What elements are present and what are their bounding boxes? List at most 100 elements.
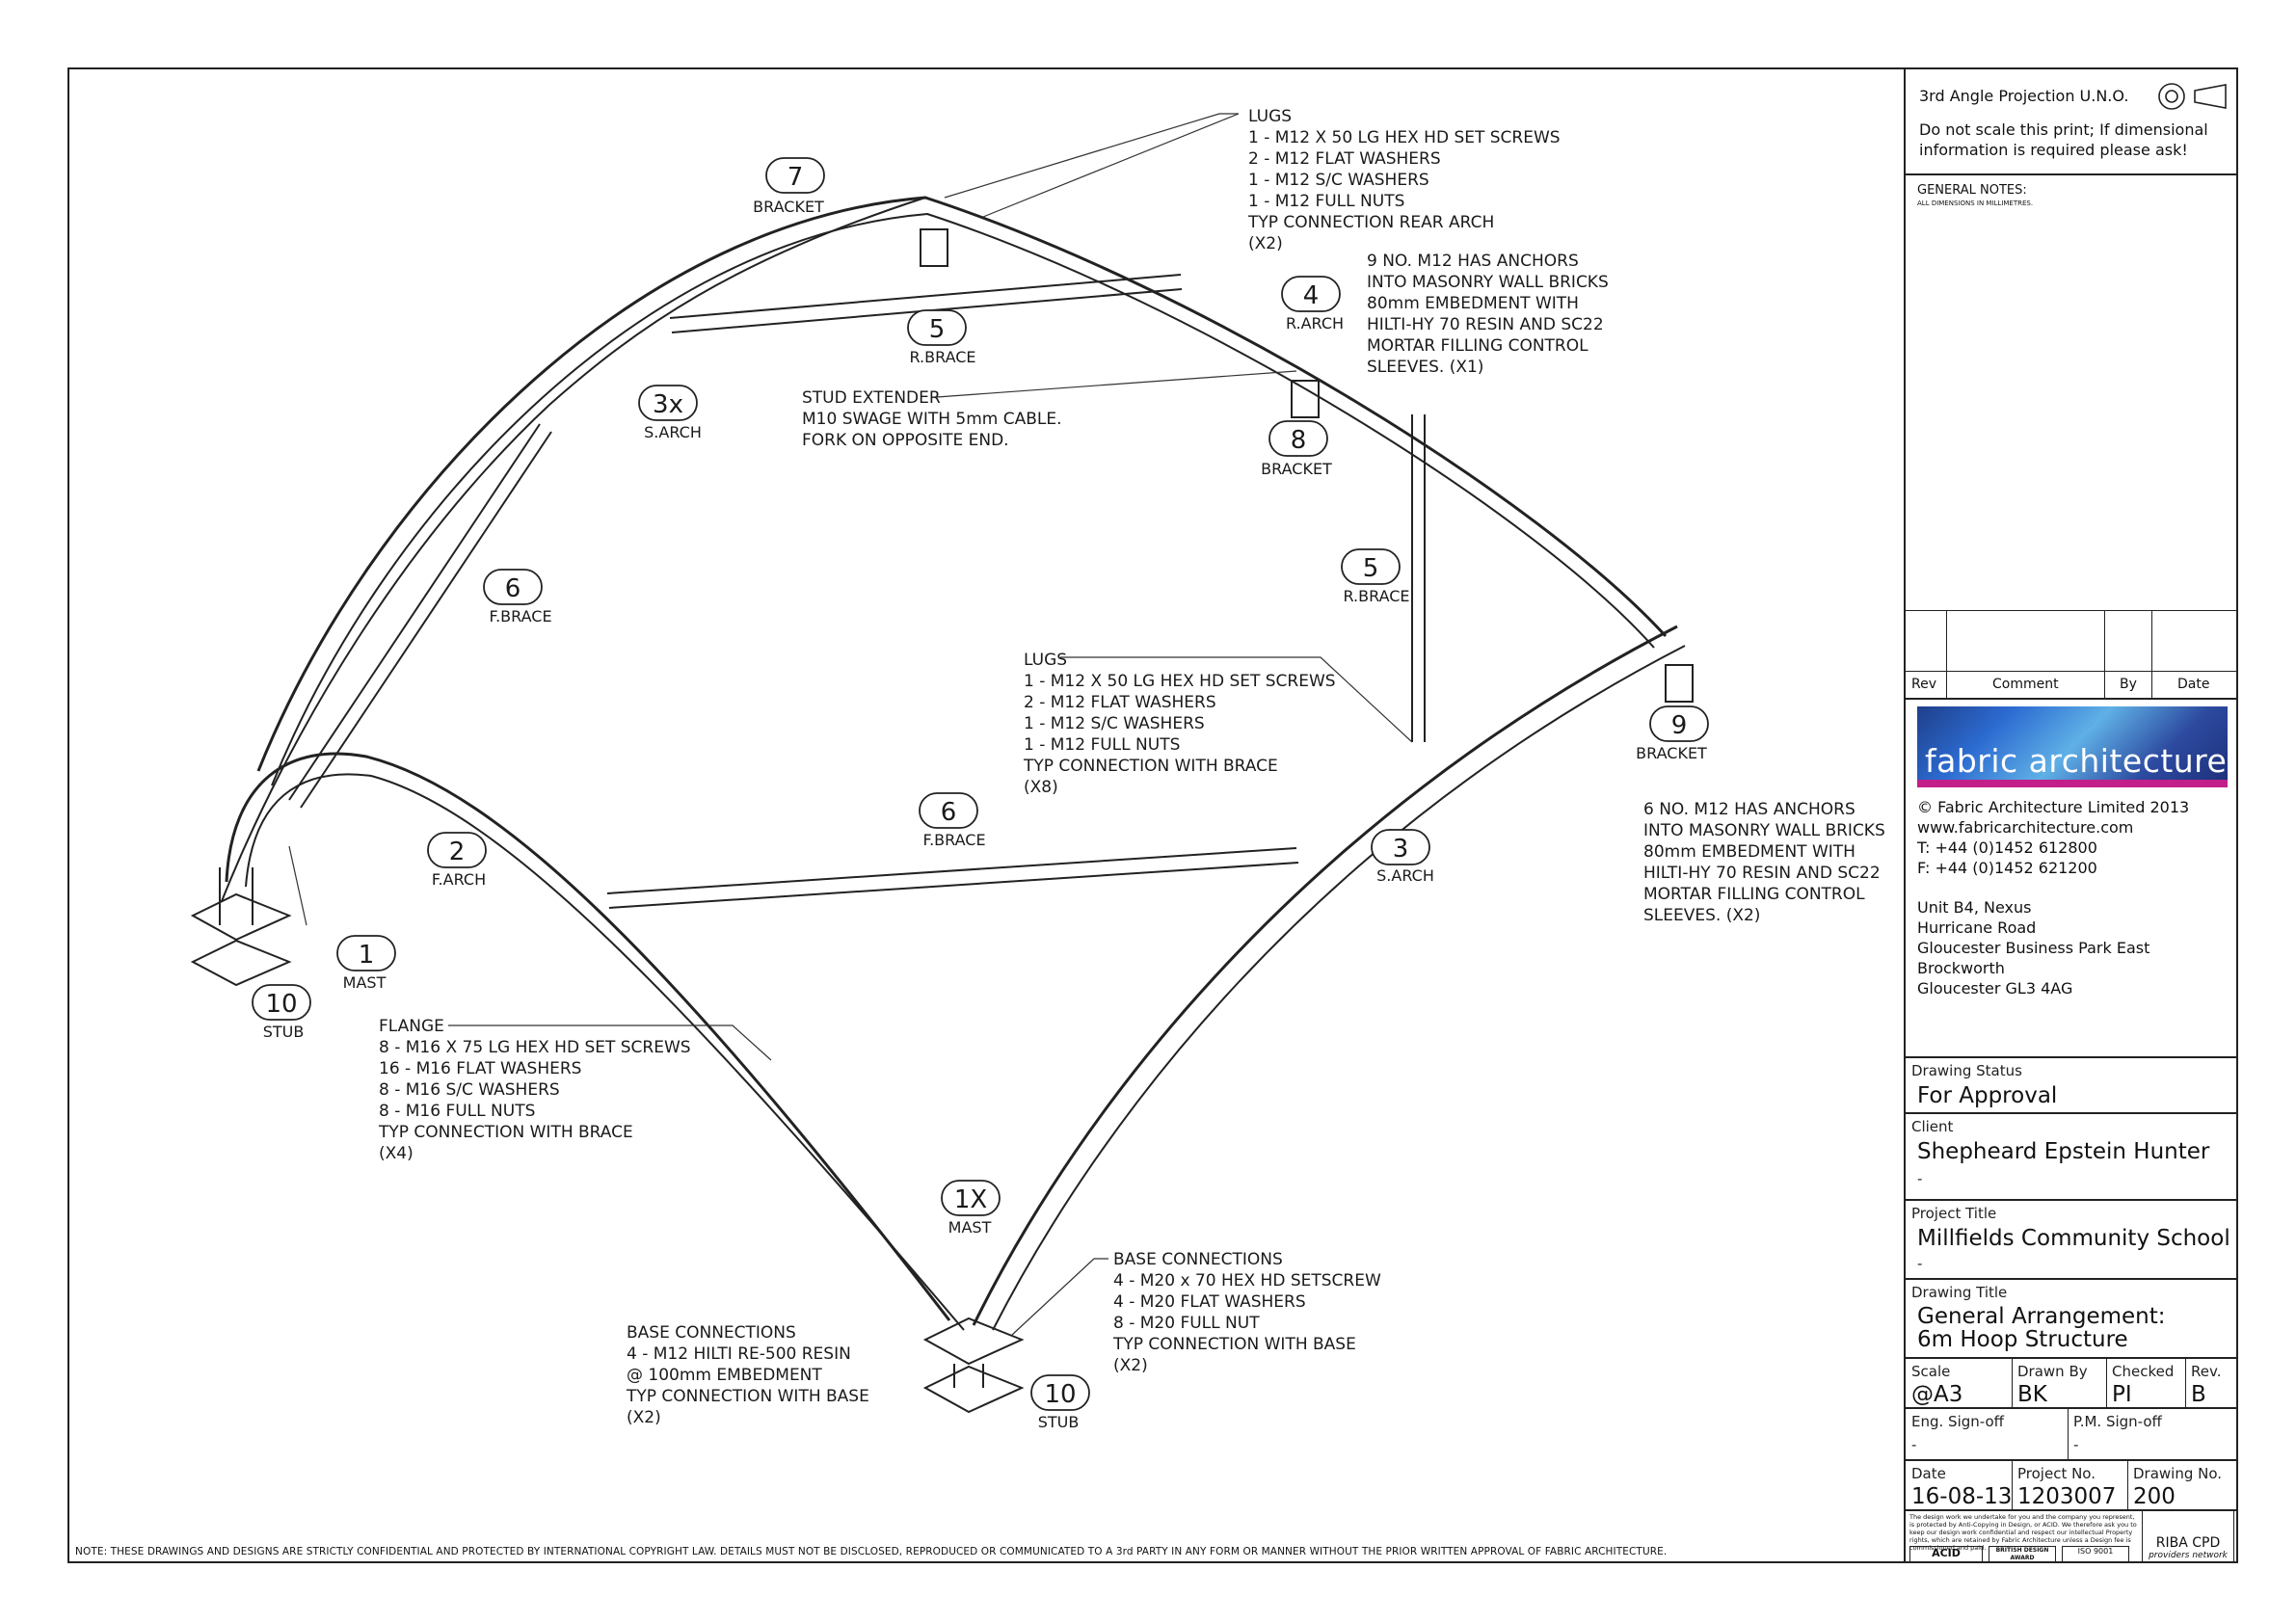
project-no-value: 1203007 [2017, 1484, 2117, 1509]
svg-text:TYP CONNECTION WITH BRACE: TYP CONNECTION WITH BRACE [378, 1123, 633, 1142]
svg-text:MORTAR FILLING CONTROL: MORTAR FILLING CONTROL [1643, 885, 1865, 904]
svg-text:16 - M16 FLAT WASHERS: 16 - M16 FLAT WASHERS [379, 1059, 581, 1078]
callout-num-3: 3 [1393, 835, 1409, 864]
projection-label: 3rd Angle Projection U.N.O. [1919, 87, 2129, 105]
callout-num-5a: 5 [929, 315, 946, 344]
callout-num-1x: 1X [954, 1185, 987, 1214]
scale-warning-line2: information is required please ask! [1919, 141, 2188, 159]
svg-text:1 - M12 S/C WASHERS: 1 - M12 S/C WASHERS [1024, 714, 1205, 733]
svg-text:(X2): (X2) [1248, 234, 1283, 253]
svg-text:TYP CONNECTION REAR ARCH: TYP CONNECTION REAR ARCH [1247, 213, 1494, 232]
eng-signoff-value: - [1911, 1436, 1917, 1453]
note-anchors-right: 6 NO. M12 HAS ANCHORS INTO MASONRY WALL … [1643, 800, 1885, 925]
svg-text:SLEEVES. (X1): SLEEVES. (X1) [1367, 358, 1483, 377]
callout-label-3: S.ARCH [1376, 866, 1434, 885]
rev-header-by: By [2120, 677, 2137, 692]
callout-bubble-5b [1341, 548, 1401, 585]
callout-num-1: 1 [359, 941, 375, 970]
svg-text:FORK ON OPPOSITE END.: FORK ON OPPOSITE END. [802, 431, 1009, 450]
mast-left [219, 867, 254, 925]
drawing-title-value: General Arrangement: 6m Hoop Structure [1917, 1304, 2166, 1352]
accreditation-cell: The design work we undertake for you and… [1906, 1509, 2238, 1563]
note-base-right: BASE CONNECTIONS 4 - M20 x 70 HEX HD SET… [1112, 1250, 1381, 1375]
rev-header-comment: Comment [1992, 677, 2059, 692]
svg-text:4 - M12 HILTI RE-500 RESIN: 4 - M12 HILTI RE-500 RESIN [627, 1344, 851, 1364]
callout-label-10b: STUB [1038, 1413, 1080, 1431]
side-arch-right [972, 625, 1678, 1326]
acid-disclaimer: The design work we undertake for you and… [1909, 1513, 2137, 1552]
rear-brace-top [669, 274, 1182, 319]
callout-label-8: BRACKET [1261, 460, 1332, 478]
date-row: Date 16-08-13 Project No. 1203007 Drawin… [1906, 1461, 2238, 1511]
checked-value: PI [2112, 1382, 2132, 1407]
svg-text:4 - M20 x 70 HEX HD SETSCREW: 4 - M20 x 70 HEX HD SETSCREW [1113, 1271, 1381, 1290]
svg-text:6 NO. M12 HAS ANCHORS: 6 NO. M12 HAS ANCHORS [1643, 800, 1855, 819]
svg-text:1 - M12 X 50 LG HEX HD SET SCR: 1 - M12 X 50 LG HEX HD SET SCREWS [1024, 672, 1336, 691]
scale-warning-line1: Do not scale this print; If dimensional [1919, 120, 2208, 139]
confidentiality-footer: NOTE: THESE DRAWINGS AND DESIGNS ARE STR… [75, 1546, 1668, 1557]
svg-text:9 NO. M12 HAS ANCHORS: 9 NO. M12 HAS ANCHORS [1367, 252, 1579, 271]
british-design-award-badge: BRITISH DESIGN AWARD [1989, 1546, 2056, 1563]
svg-text:8 - M16 FULL NUTS: 8 - M16 FULL NUTS [379, 1102, 535, 1121]
scale-row: Scale @A3 Drawn By BK Checked PI Rev. B [1906, 1359, 2238, 1409]
note-base-left: BASE CONNECTIONS 4 - M12 HILTI RE-500 RE… [626, 1323, 869, 1427]
callout-bubble-8 [1268, 420, 1328, 457]
callout-bubble-1 [336, 935, 396, 971]
drawing-status-cell: Drawing Status For Approval [1906, 1058, 2238, 1114]
base-plate-left-bottom [190, 939, 292, 987]
drawn-by-value: BK [2017, 1382, 2047, 1407]
svg-text:1 - M12 FULL NUTS: 1 - M12 FULL NUTS [1248, 192, 1404, 211]
pm-signoff-value: - [2073, 1436, 2079, 1453]
callout-label-5b: R.BRACE [1343, 587, 1409, 605]
callout-bubble-1x [941, 1180, 1001, 1216]
callout-num-10a: 10 [265, 990, 297, 1019]
callout-bubble-3 [1371, 829, 1430, 865]
callout-num-2: 2 [449, 838, 466, 866]
side-arch-left [221, 197, 926, 902]
callout-label-1x: MAST [948, 1218, 992, 1237]
svg-text:TYP CONNECTION WITH BRACE: TYP CONNECTION WITH BRACE [1023, 757, 1278, 776]
iso-9001-badge: ISO 9001 [2062, 1546, 2129, 1563]
projection-cell: 3rd Angle Projection U.N.O. Do not scale… [1906, 67, 2238, 175]
svg-text:LUGS: LUGS [1248, 107, 1292, 126]
callout-bubble-10a [252, 984, 311, 1021]
bracket-9 [1665, 664, 1694, 703]
callout-bubble-3x [638, 385, 698, 421]
callout-label-7: BRACKET [753, 198, 824, 216]
svg-text:INTO MASONRY WALL BRICKS: INTO MASONRY WALL BRICKS [1367, 273, 1609, 292]
callout-label-2: F.ARCH [432, 870, 486, 889]
callout-label-1: MAST [343, 973, 387, 992]
base-plate-center-bottom [922, 1365, 1025, 1414]
svg-text:(X2): (X2) [627, 1408, 661, 1427]
callout-bubble-4 [1281, 276, 1341, 312]
svg-text:1 - M12 S/C WASHERS: 1 - M12 S/C WASHERS [1248, 171, 1429, 190]
fabric-architecture-logo: fabric architecture [1917, 706, 2228, 787]
note-stud-extender: STUD EXTENDER M10 SWAGE WITH 5mm CABLE. … [802, 388, 1062, 450]
base-plate-center-top [922, 1317, 1025, 1366]
rear-brace-vertical [1411, 414, 1426, 742]
client-value: Shepheard Epstein Hunter [1917, 1139, 2210, 1164]
callout-label-6a: F.BRACE [489, 607, 551, 625]
callout-bubble-10b [1030, 1374, 1090, 1411]
callout-num-7: 7 [788, 163, 804, 192]
rev-header-date: Date [2177, 677, 2210, 692]
svg-text:8 - M20 FULL NUT: 8 - M20 FULL NUT [1113, 1314, 1260, 1333]
svg-text:8 - M16 S/C WASHERS: 8 - M16 S/C WASHERS [379, 1080, 560, 1100]
callout-num-10b: 10 [1044, 1380, 1076, 1409]
callout-label-4: R.ARCH [1286, 314, 1344, 333]
company-cell: fabric architecture © Fabric Architectur… [1906, 697, 2238, 1058]
general-notes-cell: GENERAL NOTES: ALL DIMENSIONS IN MILLIME… [1906, 175, 2238, 677]
svg-text:TYP CONNECTION WITH BASE: TYP CONNECTION WITH BASE [1112, 1335, 1356, 1354]
callout-num-5b: 5 [1363, 554, 1379, 583]
svg-text:HILTI-HY 70 RESIN AND SC22: HILTI-HY 70 RESIN AND SC22 [1643, 864, 1881, 883]
callout-num-3x: 3x [653, 390, 683, 419]
riba-cpd-badge: RIBA CPD providers network [2142, 1509, 2234, 1563]
svg-text:FLANGE: FLANGE [379, 1017, 444, 1036]
svg-text:(X2): (X2) [1113, 1356, 1148, 1375]
rev-header-rev: Rev [1911, 677, 1936, 692]
svg-text:(X4): (X4) [379, 1144, 414, 1163]
callout-label-6b: F.BRACE [922, 831, 985, 849]
svg-text:2 - M12 FLAT WASHERS: 2 - M12 FLAT WASHERS [1248, 149, 1441, 169]
client-cell: Client Shepheard Epstein Hunter - [1906, 1114, 2238, 1201]
